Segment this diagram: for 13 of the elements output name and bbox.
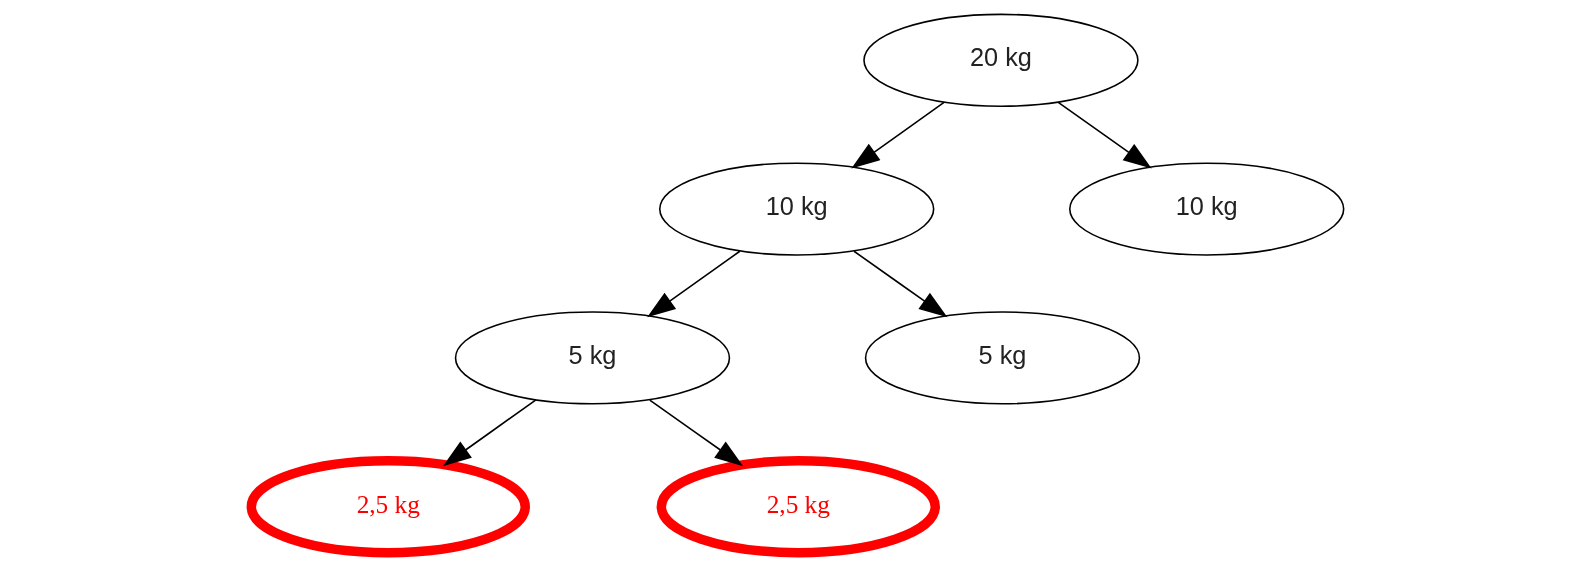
node-ellipse: 2,5 kg: [656, 456, 940, 558]
arrow: [649, 399, 744, 467]
arrow: [853, 250, 948, 318]
node-ellipse: 5 kg: [454, 311, 731, 405]
node-ellipse: 5 kg: [864, 311, 1141, 405]
node-ellipse: 10 kg: [1069, 162, 1345, 256]
arrow: [647, 250, 741, 318]
arrow: [851, 101, 945, 169]
arrow: [1057, 101, 1152, 169]
node-ellipse: 20 kg: [863, 13, 1139, 107]
arrow: [442, 399, 537, 467]
node-ellipse: 2,5 kg: [246, 456, 530, 558]
node-ellipse: 10 kg: [659, 162, 935, 256]
